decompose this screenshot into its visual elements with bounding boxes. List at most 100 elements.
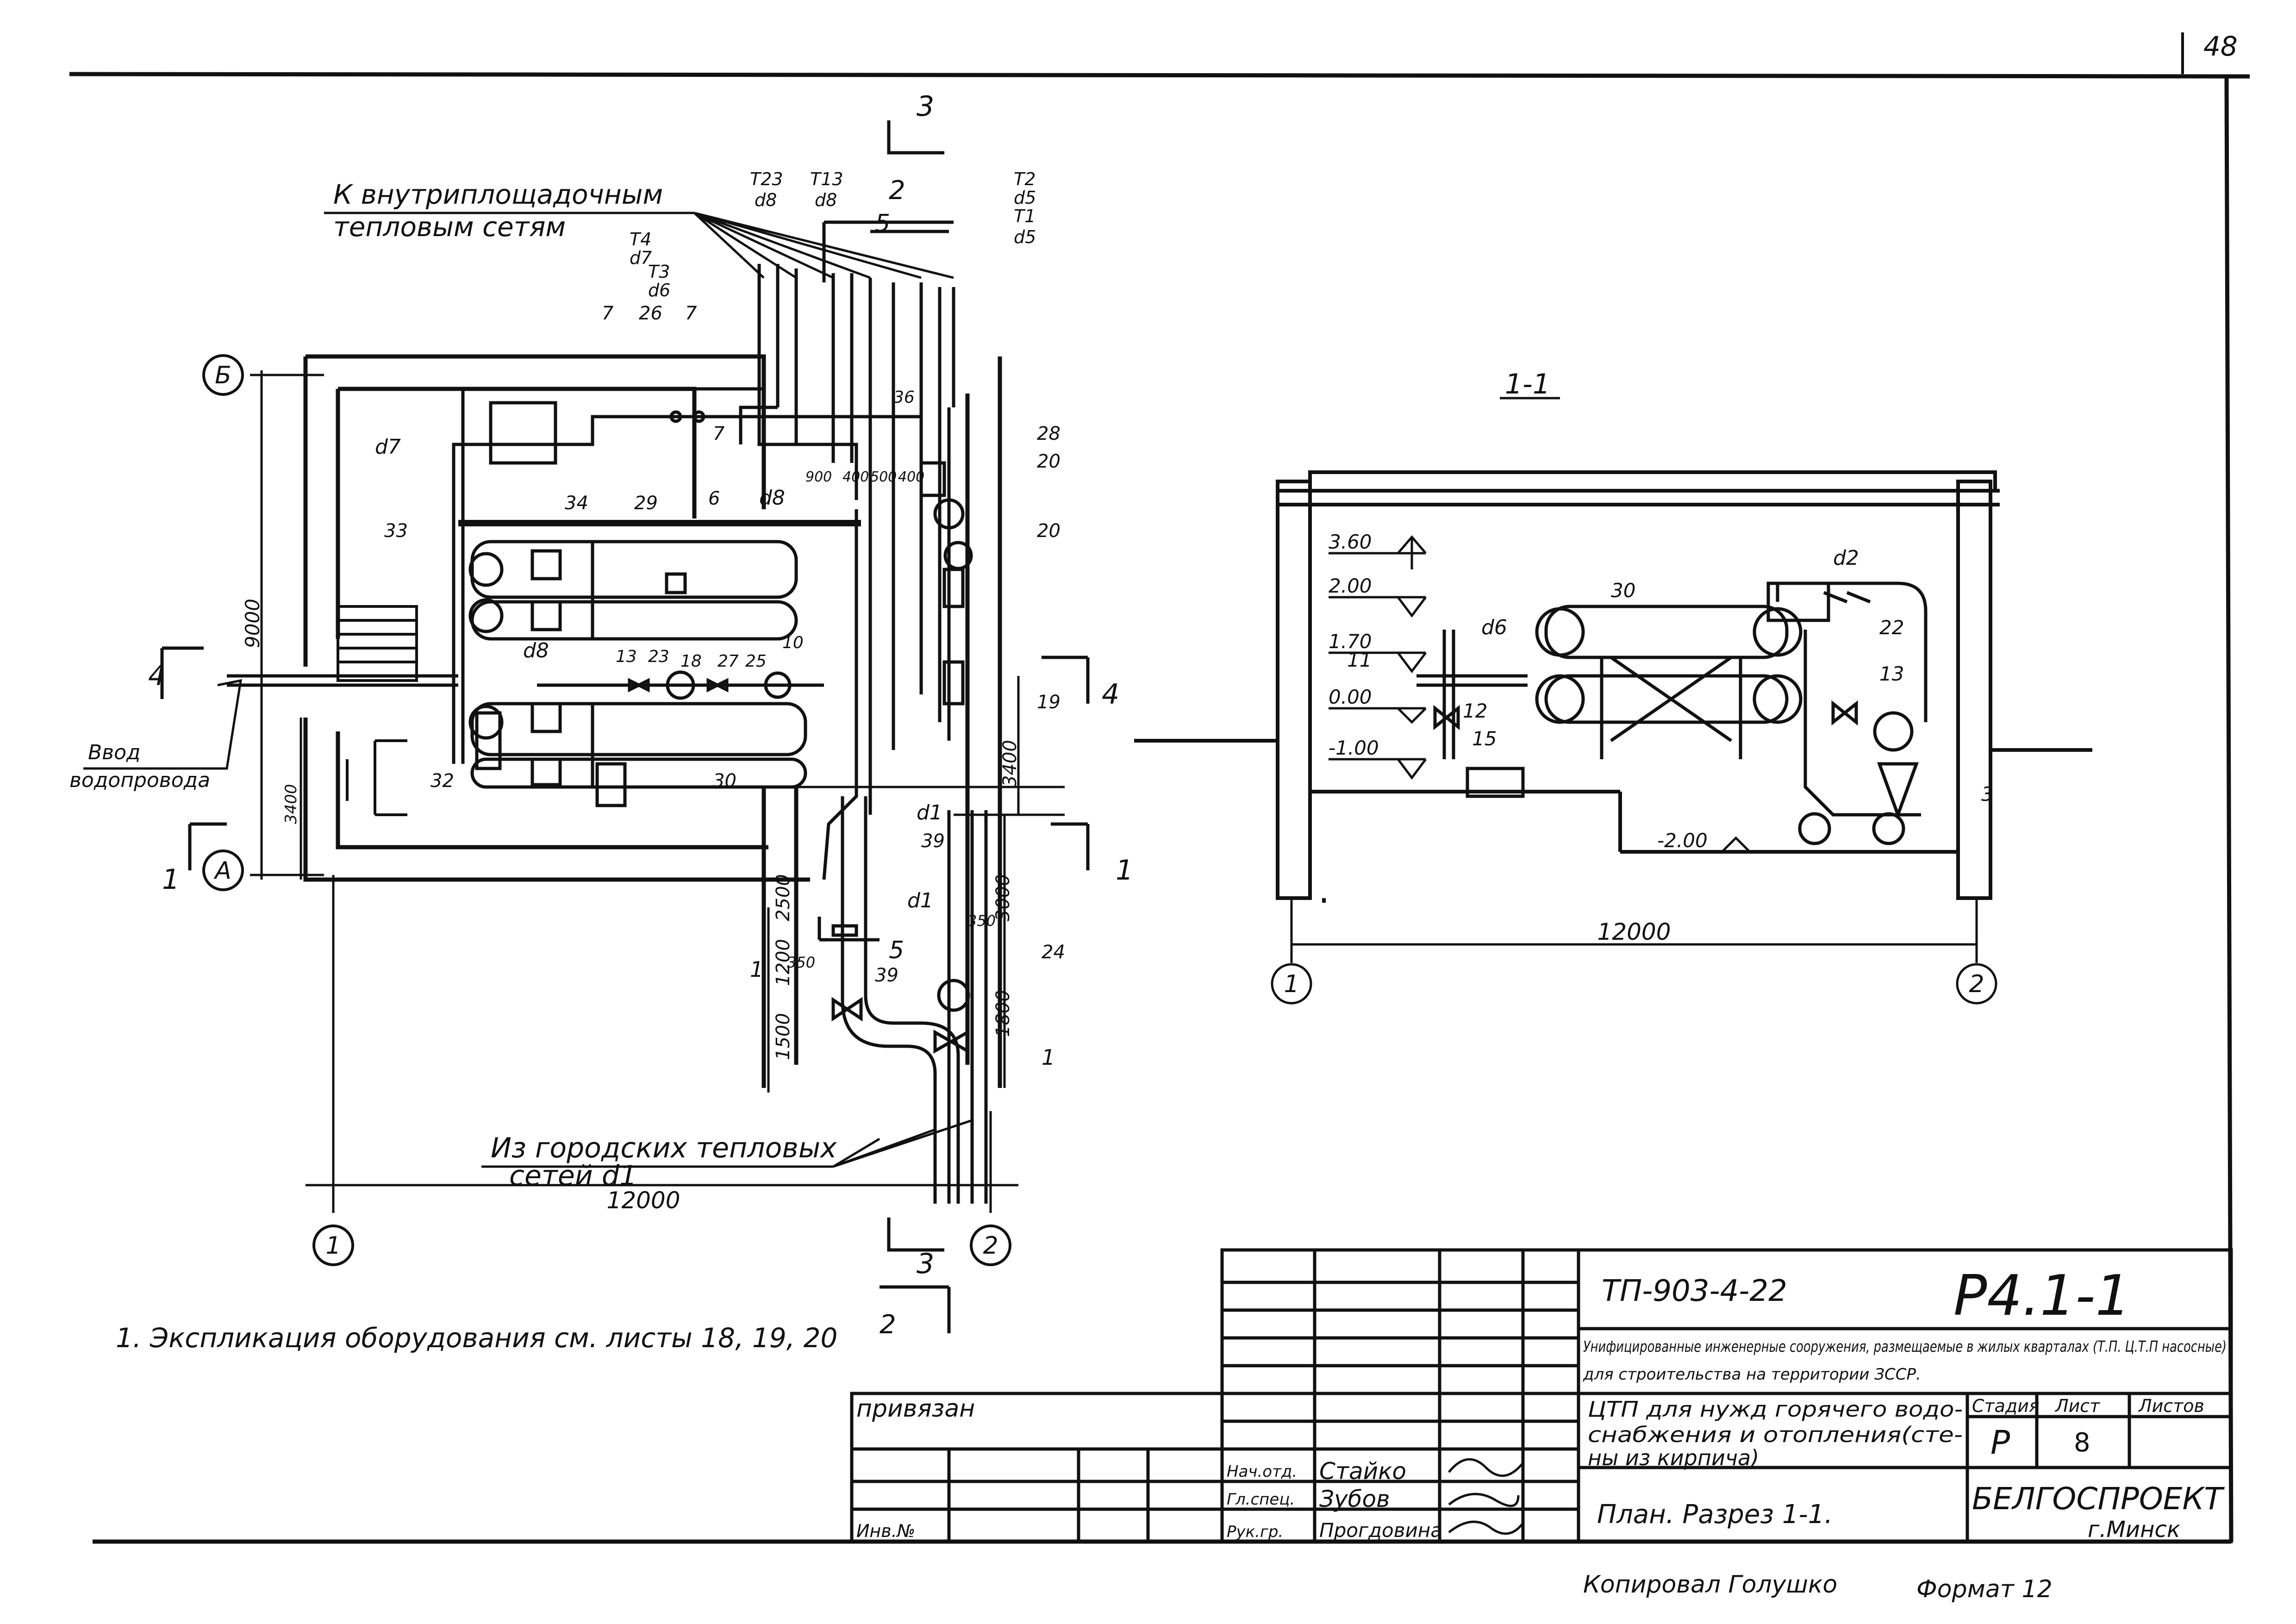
section-pos-30: 30 (1611, 579, 1635, 602)
plan-top-callout-line1: К внутриплощадочным (333, 179, 663, 210)
plan-dim-top-4: 400 (898, 469, 924, 485)
section-diam-d6: d6 (1481, 616, 1507, 639)
plan-dim-3000: 3000 (992, 874, 1014, 921)
plan-pos-30: 30 (713, 770, 736, 792)
plan-dim-top-3: 500 (870, 469, 897, 485)
section-pos-15: 15 (1472, 727, 1497, 750)
section-structure (1134, 470, 2092, 903)
section-elev-200: 2.00 (1329, 575, 1372, 597)
plan-callout-leaders (83, 212, 973, 1168)
title-block (850, 1248, 2233, 1543)
plan-pos-24: 24 (1042, 942, 1065, 963)
plan-pos-25: 25 (745, 652, 767, 671)
plan-section-mark-4-left: 4 (148, 660, 166, 692)
plan-width-dim: 12000 (606, 1187, 680, 1214)
sheets-header: Листов (2138, 1396, 2204, 1416)
plan-pos-20b: 20 (1037, 520, 1061, 542)
doc-code: ТП-903-4-22 (1602, 1274, 1787, 1308)
plan-bottom-callout-line1: Из городских тепловых (491, 1132, 837, 1164)
plan-water-inlet-line1: Ввод (88, 741, 140, 764)
sheet-number: 8 (2074, 1428, 2090, 1458)
plan-section-mark-2-bottom: 2 (880, 1310, 896, 1340)
plan-pos-1b: 1 (1042, 1045, 1055, 1070)
plan-section-mark-3-bottom: 3 (917, 1248, 934, 1280)
section-pos-22: 22 (1879, 616, 1904, 639)
plan-pos-34: 34 (565, 493, 588, 514)
role-2-name: Зубов (1319, 1486, 1390, 1512)
plan-pos-33: 33 (384, 520, 408, 542)
drawing-name: План. Разрез 1-1. (1597, 1499, 1833, 1530)
section-dimension (1271, 898, 1997, 1005)
plan-axis-left: 1 (325, 1232, 341, 1260)
stage-value: Р (1990, 1424, 2010, 1462)
plan-pos-7a: 7 (602, 303, 614, 324)
plan-dim-1500: 1500 (773, 1013, 794, 1060)
plan-pos-36: 36 (893, 388, 915, 407)
plan-section-mark-4-right: 4 (1102, 678, 1119, 711)
section-elev-m200: -2.00 (1657, 829, 1708, 852)
plan-pos-19: 19 (1037, 692, 1061, 713)
plan-water-inlet-line2: водопровода (69, 768, 210, 792)
stage-header: Стадия (1972, 1396, 2040, 1416)
signatures (1448, 1458, 1524, 1535)
project-line1: Унифицированные инженерные сооружения, р… (1583, 1337, 2227, 1355)
section-elevation-marks (1329, 535, 1751, 853)
role-1: Нач.отд. (1227, 1462, 1297, 1481)
plan-pos-13: 13 (616, 647, 637, 666)
org-city: г.Минск (2088, 1517, 2180, 1543)
inv-label: Инв.№ (856, 1521, 915, 1541)
plan-top-callout-line2: тепловым сетям (333, 211, 566, 243)
section-pos-3: 3 (1981, 783, 1994, 806)
plan-pos-7c: 7 (713, 423, 725, 444)
plan-pos-28: 28 (1037, 423, 1061, 444)
sheet-code: Р4.1-1 (1953, 1264, 2131, 1328)
plan-pos-32: 32 (430, 770, 454, 792)
plan-axis-top: Б (215, 362, 231, 389)
plan-axis-right: 2 (983, 1232, 998, 1260)
plan-dim-3400-left: 3400 (282, 784, 300, 824)
plan-dim-top-2: 400 (842, 469, 869, 485)
tied-label: привязан (856, 1395, 975, 1423)
section-elev-000: 0.00 (1329, 686, 1372, 708)
section-axis-right: 2 (1969, 970, 1984, 998)
plan-diam-d1-b: d1 (907, 889, 933, 912)
plan-pos-26: 26 (639, 303, 662, 324)
plan-pos-39b: 39 (875, 965, 898, 986)
sheet-frame (69, 32, 2250, 1544)
equipment-note: 1. Экспликация оборудования см. листы 18… (116, 1322, 837, 1354)
plan-diam-d8-mid: d8 (523, 639, 549, 662)
section-axis-left: 1 (1284, 970, 1299, 998)
section-elev-360: 3.60 (1329, 531, 1372, 553)
plan-dim-350a: 350 (787, 954, 815, 971)
section-elev-m100: -1.00 (1329, 737, 1379, 759)
role-2: Гл.спец. (1227, 1490, 1295, 1509)
plan-dim-1200: 1200 (773, 939, 794, 986)
plan-pos-10: 10 (782, 633, 804, 652)
plan-pos-1a: 1 (750, 957, 763, 982)
plan-pos-6: 6 (708, 488, 720, 509)
plan-section-mark-5-bottom: 5 (889, 937, 904, 964)
plan-diam-d7: d7 (375, 435, 401, 459)
plan-pos-29: 29 (634, 493, 658, 514)
plan-pos-20a: 20 (1037, 451, 1061, 472)
plan-section-mark-1-right: 1 (1116, 854, 1133, 887)
plan-dim-350b: 350 (967, 912, 996, 930)
object-line2: снабжения и отопления(сте- (1588, 1422, 1963, 1447)
plan-bottom-callout-line2: сетей d1 (509, 1160, 637, 1192)
section-equipment (1416, 581, 1928, 845)
format-label: Формат 12 (1916, 1575, 2053, 1603)
section-diam-d2: d2 (1833, 546, 1859, 570)
plan-pos-18: 18 (680, 652, 702, 671)
plan-dim-2500: 2500 (773, 874, 794, 921)
plan-dim-3400-right: 3400 (999, 740, 1021, 787)
role-3: Рук.гр. (1227, 1523, 1283, 1541)
plan-view: Б А 1 2 3 3 2 2 5 5 4 4 1 1 (69, 90, 1133, 1340)
plan-section-mark-2-top: 2 (889, 175, 905, 206)
plan-height-dim: 9000 (241, 599, 264, 648)
